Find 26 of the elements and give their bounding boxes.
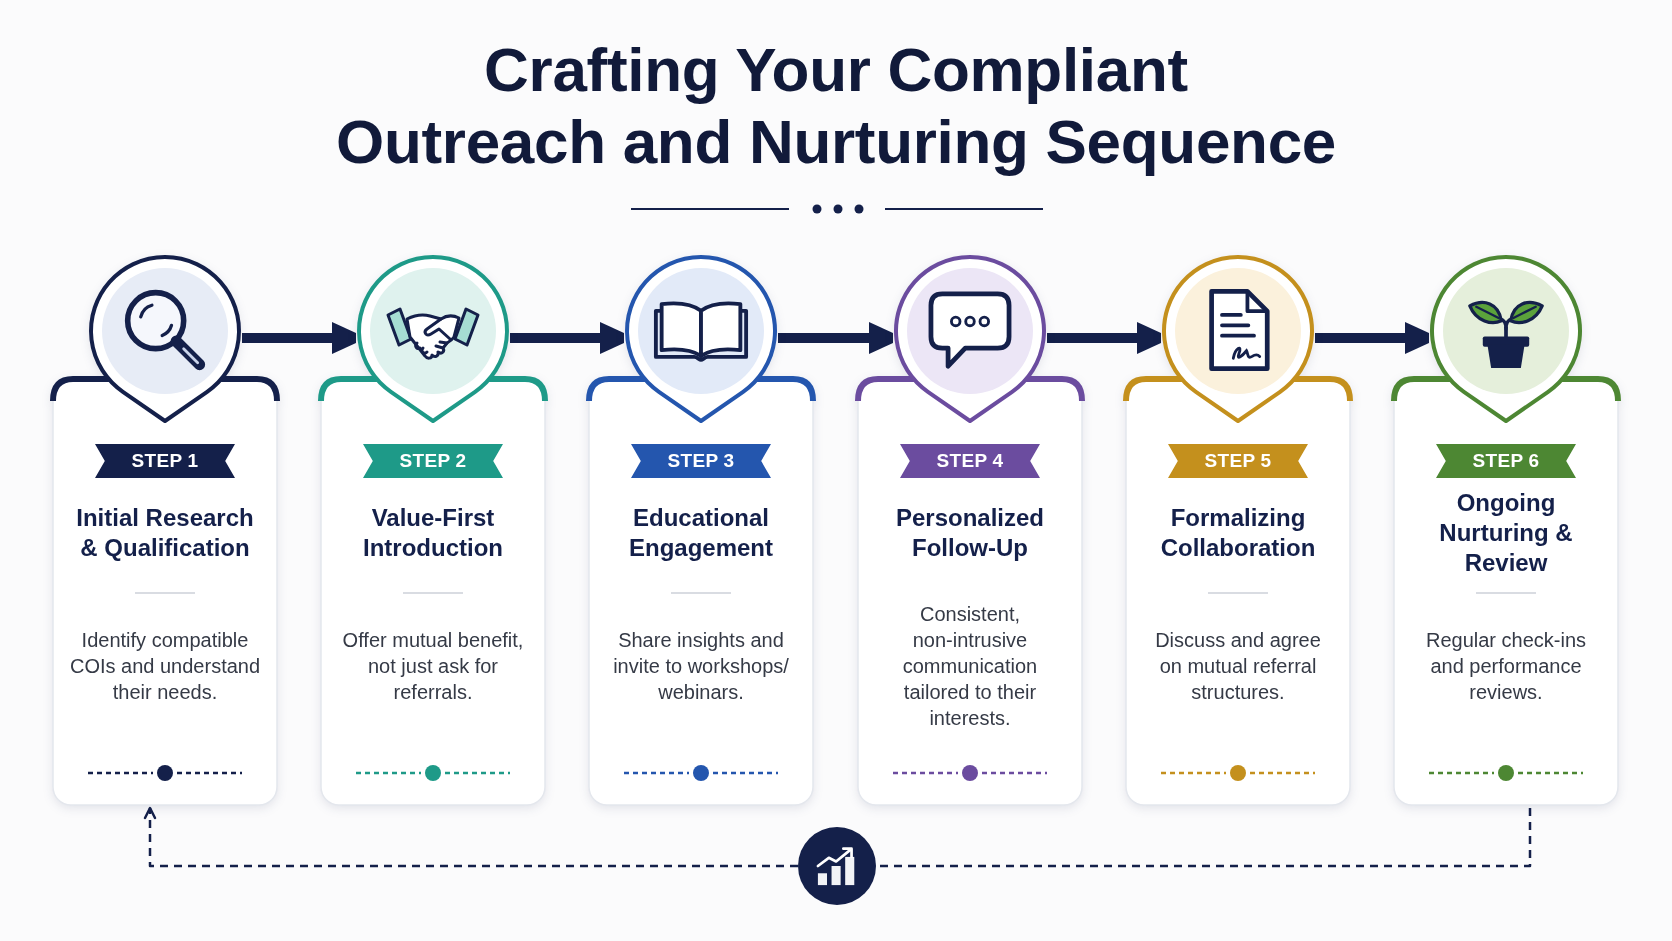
step-ribbon: STEP 4	[900, 444, 1040, 478]
page-title: Crafting Your Compliant Outreach and Nurturing Sequence	[335, 34, 1337, 178]
step-ribbon: STEP 5	[1168, 444, 1308, 478]
step-description: Share insights and invite to workshops/webinars.	[612, 628, 790, 705]
step-title: Value-First Introduction	[362, 503, 504, 563]
step-card	[51, 252, 279, 808]
step-ribbon: STEP 1	[95, 444, 235, 478]
step-card	[856, 252, 1084, 808]
step-description: Consistent, non-intrusive communication tailored to their interests.	[901, 602, 1039, 731]
step-ribbon: STEP 3	[631, 444, 771, 478]
step-description: Offer mutual benefit, not just ask for referrals.	[341, 628, 525, 705]
step-ribbon: STEP 6	[1436, 444, 1576, 478]
step-description: Identify compatible COIs and understand their needs.	[68, 628, 262, 705]
step-card	[1124, 252, 1352, 808]
step-description: Regular check-ins and performance reviews.	[1424, 628, 1588, 705]
step-ribbon: STEP 2	[363, 444, 503, 478]
dashed-arrow	[143, 806, 798, 868]
step-title: Formalizing Collaboration	[1159, 503, 1317, 563]
step-card	[587, 252, 815, 808]
step-description: Discuss and agree on mutual referral structures.	[1154, 628, 1322, 705]
step-card	[319, 252, 547, 808]
step-title: Personalized Follow-Up	[894, 503, 1046, 563]
step-title: Initial Research & Qualification	[75, 503, 255, 563]
step-title: Educational Engagement	[628, 503, 774, 563]
step-title: Ongoing Nurturing & Review	[1438, 488, 1574, 578]
step-card	[1392, 252, 1620, 808]
